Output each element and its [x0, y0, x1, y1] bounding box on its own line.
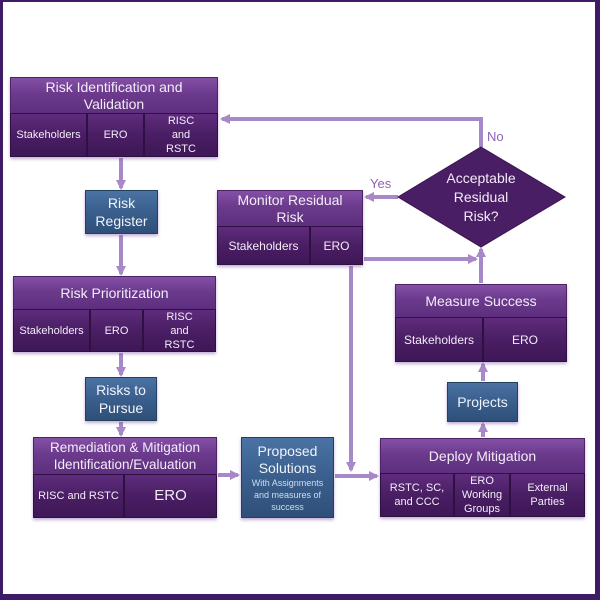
- deploy-mitigation-title: Deploy Mitigation: [380, 438, 585, 474]
- decision-diamond[interactable]: [397, 146, 566, 248]
- no-label: No: [487, 129, 504, 144]
- risks-to-pursue-box[interactable]: Risks to Pursue: [85, 377, 157, 421]
- cell-risc-rstc: RISC and RSTC: [143, 309, 216, 352]
- cell-stakeholders: Stakeholders: [217, 226, 310, 265]
- cell-ero: ERO: [90, 309, 143, 352]
- measure-success-title: Measure Success: [395, 284, 567, 318]
- risk-identification-box[interactable]: Risk Identification and Validation Stake…: [10, 77, 218, 157]
- proposed-solutions-title: Proposed Solutions: [257, 442, 318, 476]
- monitor-residual-title: Monitor Residual Risk: [217, 190, 363, 227]
- cell-ero: ERO: [87, 113, 144, 157]
- risk-register-title: Risk Register: [95, 195, 148, 229]
- cell-ero: ERO: [483, 317, 567, 362]
- edge-decision-to-identification: [220, 114, 483, 147]
- remediation-title: Remediation & Mitigation Identification/…: [33, 437, 217, 475]
- cell-ero: ERO: [124, 474, 217, 518]
- cell-stakeholders: Stakeholders: [13, 309, 90, 352]
- cell-risc-rstc: RISC and RSTC: [33, 474, 124, 518]
- risk-identification-title: Risk Identification and Validation: [10, 77, 218, 114]
- projects-title: Projects: [457, 394, 508, 410]
- cell-risc-rstc: RISC and RSTC: [144, 113, 218, 157]
- cell-ero-working-groups: ERO Working Groups: [454, 473, 510, 517]
- risks-to-pursue-title: Risks to Pursue: [96, 382, 146, 416]
- proposed-solutions-box[interactable]: Proposed Solutions With Assignments and …: [241, 437, 334, 518]
- projects-box[interactable]: Projects: [447, 382, 518, 422]
- risk-prioritization-box[interactable]: Risk Prioritization Stakeholders ERO RIS…: [13, 276, 216, 352]
- cell-stakeholders: Stakeholders: [10, 113, 87, 157]
- cell-stakeholders: Stakeholders: [395, 317, 483, 362]
- deploy-mitigation-box[interactable]: Deploy Mitigation RSTC, SC, and CCC ERO …: [380, 438, 585, 517]
- decision-label: Acceptable Residual Risk?: [446, 170, 516, 224]
- proposed-solutions-subtitle: With Assignments and measures of success: [251, 477, 324, 512]
- cell-rstc-sc-ccc: RSTC, SC, and CCC: [380, 473, 454, 517]
- remediation-box[interactable]: Remediation & Mitigation Identification/…: [33, 437, 217, 518]
- measure-success-box[interactable]: Measure Success Stakeholders ERO: [395, 284, 567, 362]
- cell-ero: ERO: [310, 226, 363, 265]
- yes-label: Yes: [370, 176, 392, 191]
- monitor-residual-box[interactable]: Monitor Residual Risk Stakeholders ERO: [217, 190, 363, 265]
- risk-register-box[interactable]: Risk Register: [85, 190, 158, 234]
- risk-prioritization-title: Risk Prioritization: [13, 276, 216, 310]
- cell-external-parties: External Parties: [510, 473, 585, 517]
